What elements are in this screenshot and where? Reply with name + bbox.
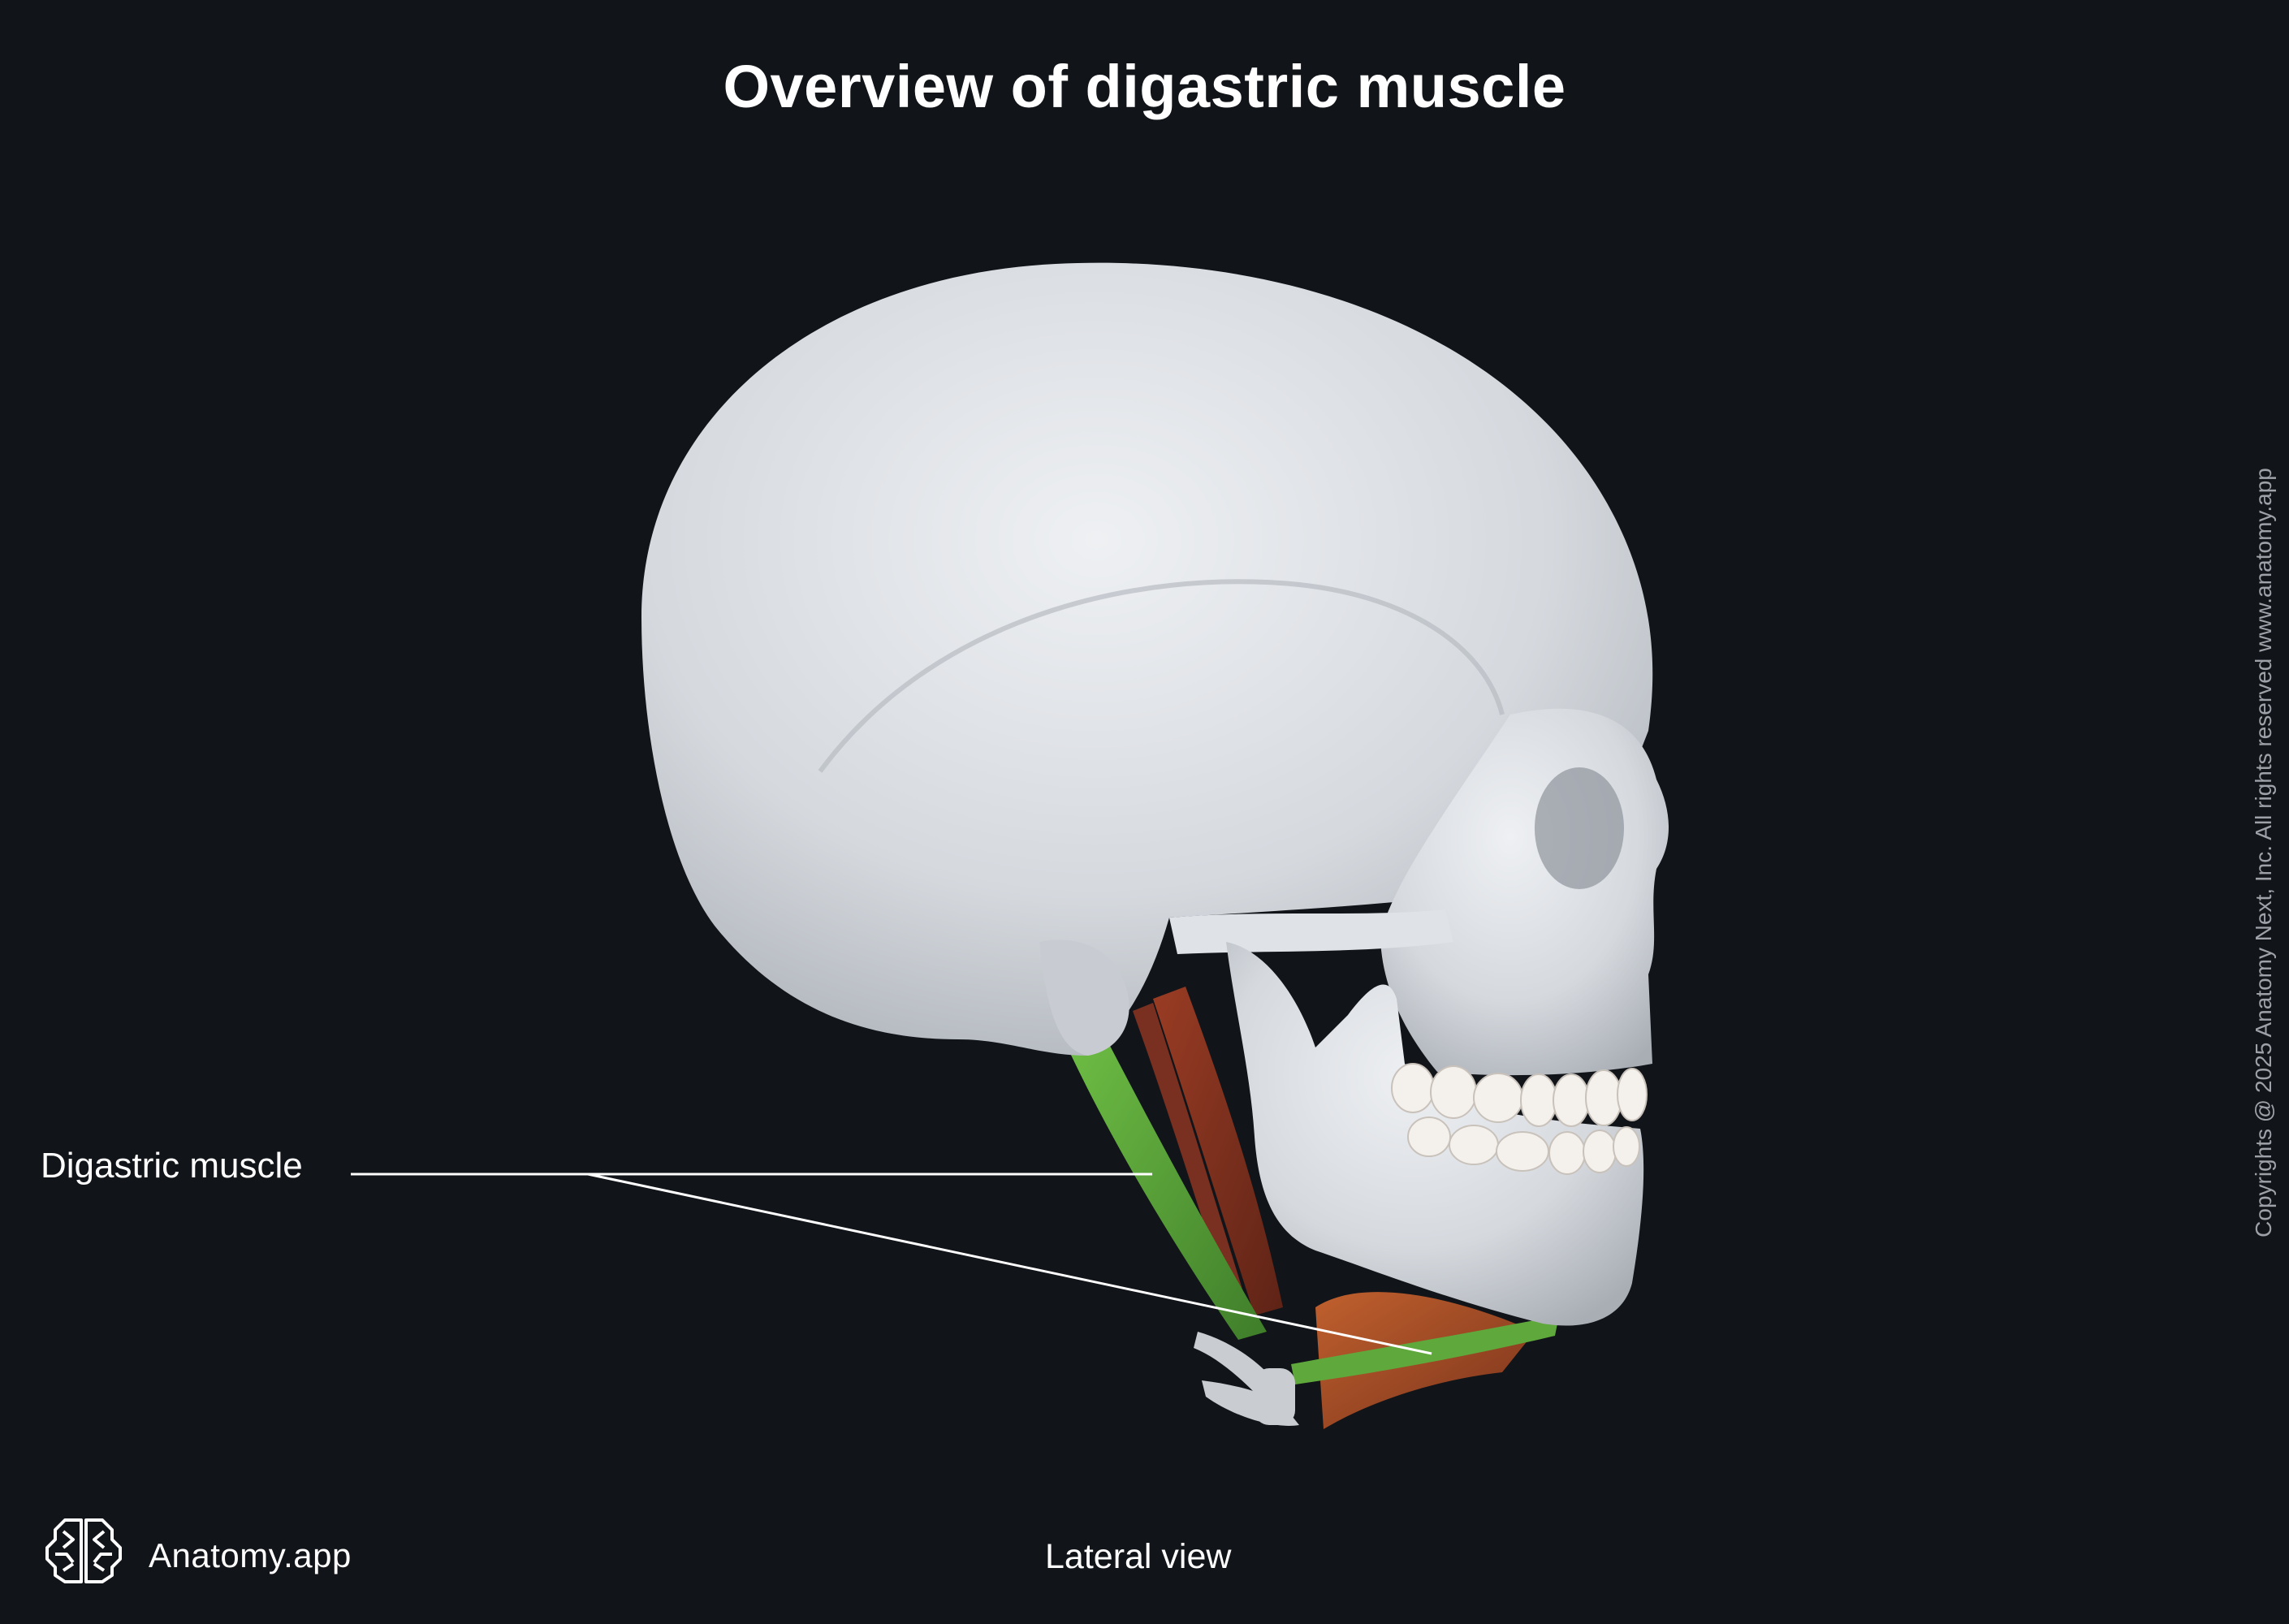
copyright-notice: Copyrights @ 2025 Anatomy Next, Inc. All…	[2251, 468, 2276, 1237]
mastoid-process	[1039, 939, 1129, 1056]
page-title: Overview of digastric muscle	[723, 53, 1566, 120]
digastric-posterior-belly	[1064, 1027, 1267, 1340]
cranium	[641, 262, 1653, 1056]
view-label: Lateral view	[1045, 1537, 1232, 1576]
orbit	[1535, 767, 1624, 889]
digastric-anterior-belly	[1291, 1315, 1559, 1384]
label-digastric-muscle: Digastric muscle	[41, 1146, 303, 1186]
brain-logo-icon	[45, 1518, 122, 1583]
hyoid-bone	[1194, 1332, 1299, 1426]
temporal-line	[818, 579, 1505, 773]
leader-lines	[351, 1173, 1432, 1355]
teeth	[1391, 1063, 1648, 1175]
brand-name: Anatomy.app	[149, 1536, 352, 1574]
zygomatic-arch	[1169, 909, 1453, 954]
